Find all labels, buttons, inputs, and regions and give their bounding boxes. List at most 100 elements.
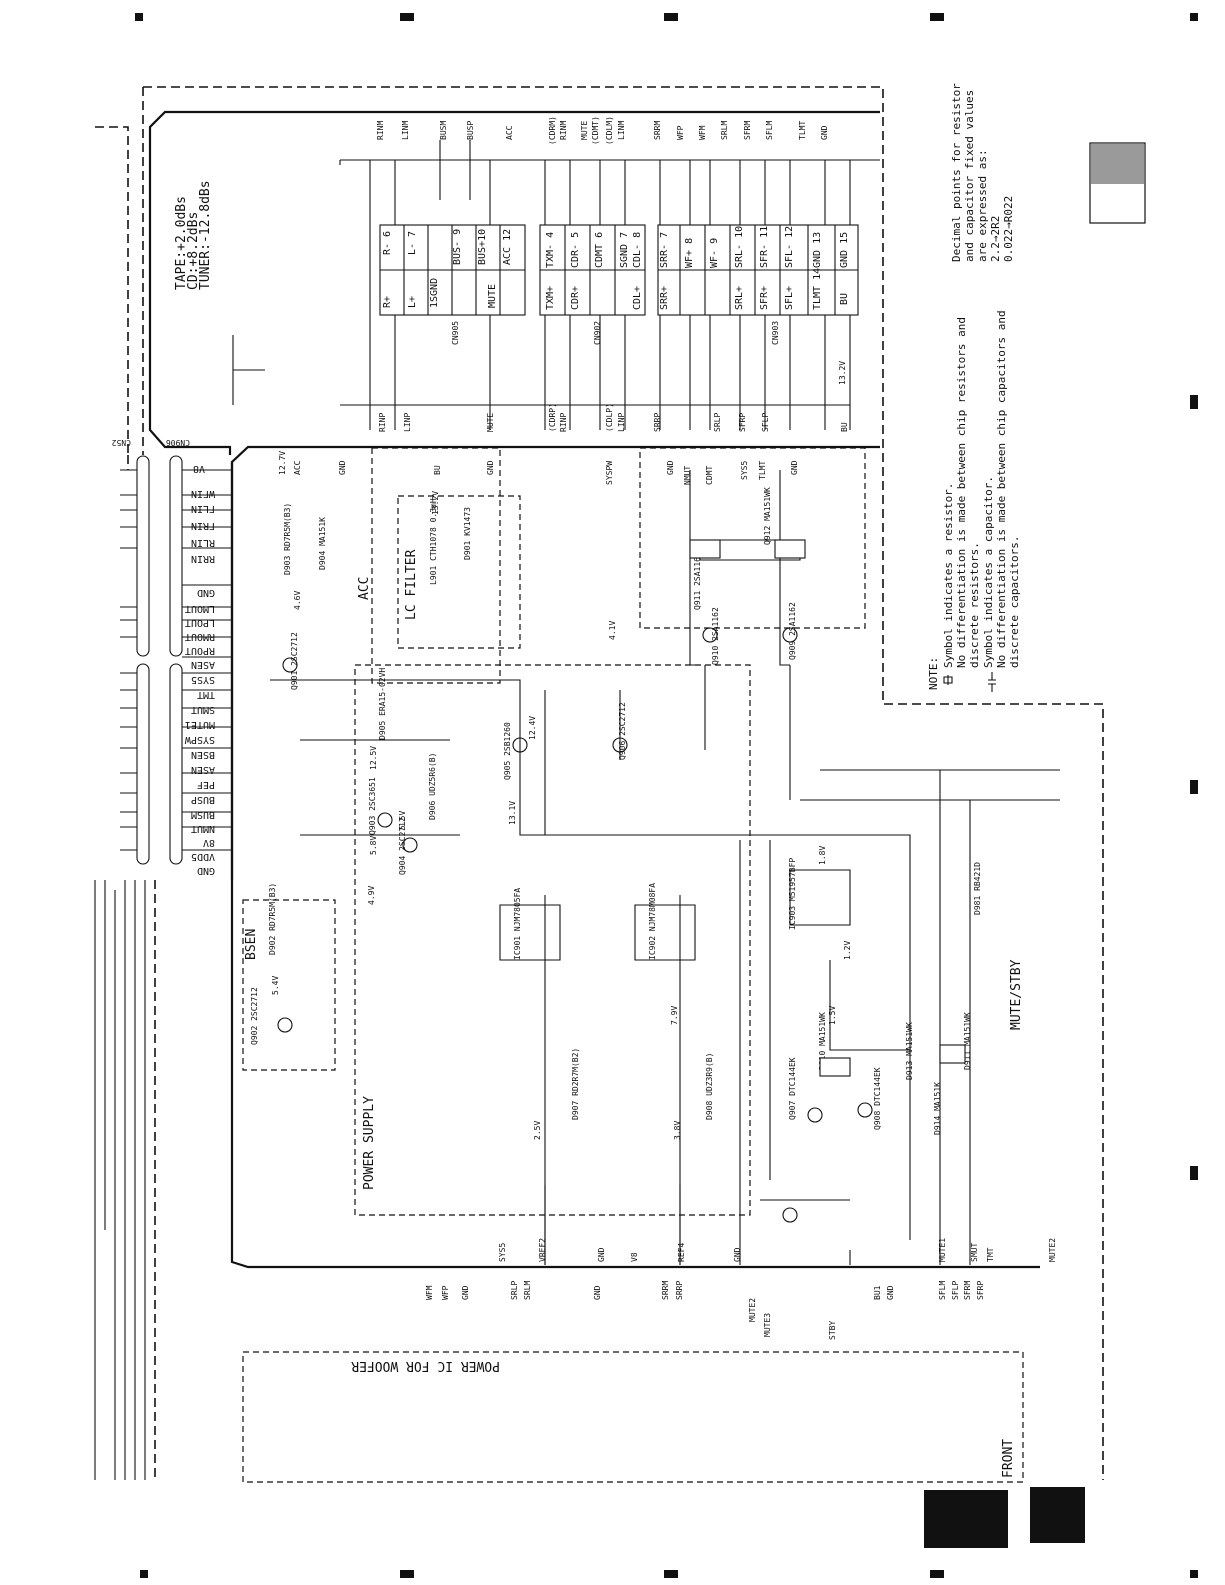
svg-text:SFRM: SFRM <box>743 121 752 140</box>
svg-text:1.8V: 1.8V <box>818 846 827 865</box>
cn906-name: CN906 <box>166 438 190 447</box>
svg-text:GND: GND <box>666 460 675 475</box>
svg-text:ACC: ACC <box>505 125 514 140</box>
svg-text:RINP: RINP <box>559 413 568 432</box>
cn52-label: BSEN <box>191 749 215 760</box>
cn52-label: RRIN <box>191 553 215 564</box>
svg-text:TLMT: TLMT <box>798 121 807 140</box>
note-line: No differentiation is made between chip … <box>995 310 1008 668</box>
cn52-label: BUSM <box>191 809 215 820</box>
svg-text:BU1: BU1 <box>873 1285 882 1300</box>
cn902-pin: CDL- 8 <box>632 232 643 268</box>
cn905-pin: BUS- 9 <box>452 229 463 265</box>
svg-text:D907 RD2R7M(B2): D907 RD2R7M(B2) <box>571 1048 580 1120</box>
svg-text:GND: GND <box>790 460 799 475</box>
svg-text:D910 MA151WK: D910 MA151WK <box>818 1012 827 1070</box>
svg-text:2.2→2R2: 2.2→2R2 <box>989 216 1002 262</box>
svg-text:SYS5: SYS5 <box>498 1243 507 1262</box>
svg-text:D905 ERA15-02VH: D905 ERA15-02VH <box>378 668 387 740</box>
svg-text:(CDRP): (CDRP) <box>548 403 557 432</box>
svg-text:D981 RB421D: D981 RB421D <box>973 862 982 915</box>
svg-text:IC901 NJM7805FA: IC901 NJM7805FA <box>513 888 522 960</box>
svg-text:REF4: REF4 <box>677 1243 686 1262</box>
cn903-pin: TLMT 14 <box>812 268 823 310</box>
svg-text:13.1V: 13.1V <box>508 801 517 825</box>
svg-text:(CDMT): (CDMT) <box>591 116 600 145</box>
svg-text:Q908 DTC144EK: Q908 DTC144EK <box>873 1067 882 1130</box>
cn903-pin: SFL+ <box>784 286 795 310</box>
svg-text:LINP: LINP <box>617 413 626 432</box>
cn903-pin: SFR+ <box>759 286 770 310</box>
svg-text:12.7V: 12.7V <box>278 451 287 475</box>
svg-text:13.2V: 13.2V <box>838 361 847 385</box>
svg-text:2.5V: 2.5V <box>533 1121 542 1140</box>
svg-text:D902 RD7R5M(B3): D902 RD7R5M(B3) <box>268 883 277 955</box>
svg-text:SFRP: SFRP <box>738 413 747 432</box>
block-titles: ACC LC FILTER POWER SUPPLY BSEN MUTE/STB… <box>244 549 1024 1478</box>
cn903-pin: SFL- 12 <box>784 226 795 268</box>
cn52-label: SYS5 <box>191 674 215 685</box>
svg-text:Q906 2SC2712: Q906 2SC2712 <box>618 702 627 760</box>
svg-text:Q911 2SA1162: Q911 2SA1162 <box>693 552 702 610</box>
svg-text:SRRM: SRRM <box>661 1281 670 1300</box>
svg-text:SFLM: SFLM <box>938 1281 947 1300</box>
svg-text:Q905 2SB1260: Q905 2SB1260 <box>503 722 512 780</box>
cn52-label: MUTE1 <box>185 719 215 730</box>
cn52-label: ASEN <box>191 764 215 775</box>
svg-text:GND: GND <box>486 460 495 475</box>
cn52-label: BUSP <box>191 794 215 805</box>
svg-text:D914 MA151K: D914 MA151K <box>933 1082 942 1135</box>
svg-text:SRRP: SRRP <box>675 1281 684 1300</box>
cn52-label: RPOUT <box>185 645 215 656</box>
svg-text:SYSPW: SYSPW <box>605 461 614 485</box>
cn52-label: ASEN <box>191 659 215 670</box>
cn52-label: V8 <box>193 463 205 474</box>
svg-text:GND: GND <box>593 1285 602 1300</box>
cn902-name: CN902 <box>593 321 602 345</box>
power-supply-wiring <box>242 447 1060 1483</box>
svg-text:SRLP: SRLP <box>713 413 722 432</box>
note-line: No differentiation is made between chip … <box>955 317 968 668</box>
cn903-pin: GND 13 <box>812 232 823 268</box>
cn902-pin: CDR- 5 <box>570 232 581 268</box>
svg-text:SRLP: SRLP <box>510 1281 519 1300</box>
svg-text:LINM: LINM <box>617 121 626 140</box>
cn903-pin: SRL+ <box>734 286 745 310</box>
cn905-name: CN905 <box>451 321 460 345</box>
block-lc-filter: LC FILTER <box>404 549 419 620</box>
svg-text:4.9V: 4.9V <box>367 886 376 905</box>
top-signal-labels: RINM LINM BUSM BUSP ACC (CDRM) RINM MUTE… <box>376 116 829 145</box>
svg-text:Q901 2SC2712: Q901 2SC2712 <box>290 632 299 690</box>
outer-dashed-boundary <box>95 86 1104 1480</box>
svg-text:3.8V: 3.8V <box>673 1121 682 1140</box>
svg-text:D904 MA151K: D904 MA151K <box>318 517 327 570</box>
cn905-pin: 1SGND <box>429 278 440 308</box>
svg-text:4.6V: 4.6V <box>293 591 302 610</box>
cn52-label: RLIN <box>191 537 215 548</box>
svg-text:BUSP: BUSP <box>466 121 475 140</box>
cn52-label: LMOUT <box>185 603 215 614</box>
svg-text:MUTE: MUTE <box>580 121 589 140</box>
svg-text:Q912 MA151WK: Q912 MA151WK <box>763 487 772 545</box>
svg-text:SFLP: SFLP <box>761 413 770 432</box>
svg-text:Q904 2SC2712: Q904 2SC2712 <box>398 817 407 875</box>
svg-text:GND: GND <box>820 125 829 140</box>
svg-text:MUTE1: MUTE1 <box>938 1238 947 1262</box>
cn52-name: CN52 <box>112 438 131 447</box>
svg-text:SRRP: SRRP <box>653 413 662 432</box>
svg-text:MUTE2: MUTE2 <box>1048 1238 1057 1262</box>
block-power-ic: POWER IC FOR WOOFER <box>351 1358 500 1373</box>
cn905-pin: MUTE <box>487 284 498 308</box>
bottom-tab-block <box>924 1490 1008 1548</box>
cn52-label: GND <box>197 587 215 598</box>
svg-text:7.9V: 7.9V <box>670 1006 679 1025</box>
svg-text:1.2V: 1.2V <box>843 941 852 960</box>
note-line: Symbol indicates a resistor. <box>942 483 955 668</box>
cn52-label: NMUT <box>191 823 215 834</box>
cn903-pin: SRR- 7 <box>659 232 670 268</box>
svg-text:MUTE: MUTE <box>486 413 495 432</box>
svg-text:IC903 M51957BFP: IC903 M51957BFP <box>788 858 797 930</box>
cn903-pin: WF- 9 <box>709 238 720 268</box>
cn903-pin: SFR- 11 <box>759 226 770 268</box>
svg-text:TAPE:+2.0dBs: TAPE:+2.0dBs <box>174 196 189 290</box>
